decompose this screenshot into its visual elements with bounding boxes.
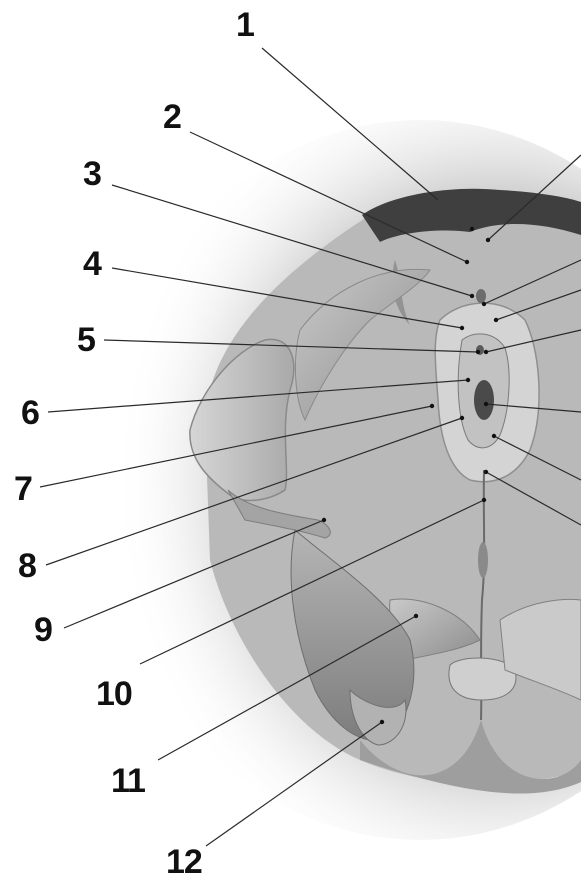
dot-12 xyxy=(380,720,384,724)
clitoris xyxy=(476,289,486,303)
label-2: 2 xyxy=(163,100,181,134)
perineal-body xyxy=(478,542,488,578)
dot-10 xyxy=(482,498,486,502)
label-6: 6 xyxy=(21,396,39,430)
label-1: 1 xyxy=(236,8,254,42)
dot-right-3 xyxy=(494,318,498,322)
dot-9 xyxy=(322,518,326,522)
dot-right-6 xyxy=(492,434,496,438)
vaginal-opening xyxy=(474,380,494,420)
label-10: 10 xyxy=(96,677,132,711)
label-9: 9 xyxy=(34,613,52,647)
dot-right-2 xyxy=(482,302,486,306)
dot-8 xyxy=(460,416,464,420)
dot-right-7 xyxy=(484,470,488,474)
dot-5 xyxy=(476,350,480,354)
dot-3 xyxy=(470,294,474,298)
dot-7 xyxy=(430,404,434,408)
label-7: 7 xyxy=(14,472,32,506)
dot-right-5 xyxy=(484,402,488,406)
dot-right-1 xyxy=(486,238,490,242)
label-12: 12 xyxy=(166,845,202,879)
label-3: 3 xyxy=(83,157,101,191)
dot-1 xyxy=(470,227,474,231)
label-5: 5 xyxy=(77,323,95,357)
dot-right-4 xyxy=(484,350,488,354)
label-4: 4 xyxy=(83,247,101,281)
label-11: 11 xyxy=(111,764,145,798)
dot-6 xyxy=(466,378,470,382)
dot-11 xyxy=(414,614,418,618)
dot-4 xyxy=(460,326,464,330)
dot-2 xyxy=(465,260,469,264)
label-8: 8 xyxy=(18,549,36,583)
